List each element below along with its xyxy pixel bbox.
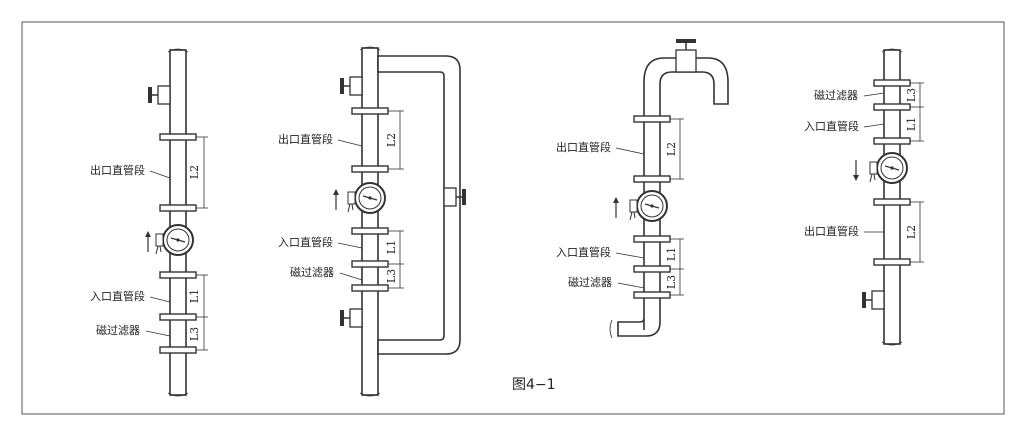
flowmeter-icon: [869, 152, 908, 184]
figure-caption: 图4−1: [512, 377, 556, 393]
flowmeter-icon: [155, 224, 194, 256]
dim-l2: L2: [665, 142, 678, 156]
valve-icon: [339, 308, 363, 328]
dim-l1: L1: [385, 240, 398, 254]
dim-l2: L2: [905, 225, 918, 239]
valve-icon: [443, 187, 467, 207]
dim-l1: L1: [905, 117, 918, 131]
diagram-4-vertical-downward: L3 L1 L2 磁过滤器 入口直管段 出口直管段: [804, 48, 924, 346]
label-inlet-straight: 入口直管段: [278, 235, 333, 249]
label-outlet-straight: 出口直管段: [804, 224, 859, 238]
dim-l2: L2: [188, 165, 201, 179]
dim-l1: L1: [665, 247, 678, 261]
label-outlet-straight: 出口直管段: [556, 140, 611, 154]
flow-arrow-down-icon: [852, 159, 860, 182]
diagram-1-vertical-upward: L2 L1 L3 出口直管段 入口直管段 磁过滤器: [90, 48, 208, 397]
valve-icon: [147, 85, 171, 105]
flow-arrow-up-icon: [144, 230, 152, 253]
label-outlet-straight: 出口直管段: [278, 132, 333, 146]
dim-l3: L3: [188, 327, 201, 341]
dim-l3: L3: [665, 275, 678, 289]
diagram-3-inverted-u: L2 L1 L3 出口直管段 入口直管段 磁过滤器: [556, 39, 729, 339]
dim-l3: L3: [385, 269, 398, 283]
dim-l2: L2: [385, 133, 398, 147]
diagram-2-bypass-loop: L2 L1 L3 出口直管段 入口直管段 磁过滤器: [278, 46, 467, 397]
label-magnetic-filter: 磁过滤器: [290, 266, 334, 279]
flowmeter-icon: [629, 190, 668, 222]
flow-arrow-up-icon: [332, 188, 340, 211]
flow-arrow-up-icon: [612, 196, 620, 219]
label-magnetic-filter: 磁过滤器: [814, 89, 858, 102]
dim-l1: L1: [188, 289, 201, 303]
label-magnetic-filter: 磁过滤器: [568, 276, 612, 289]
label-magnetic-filter: 磁过滤器: [96, 324, 140, 337]
flowmeter-icon: [347, 182, 386, 214]
label-inlet-straight: 入口直管段: [804, 119, 859, 133]
dim-l3: L3: [905, 88, 918, 102]
label-inlet-straight: 入口直管段: [556, 245, 611, 259]
valve-icon: [861, 290, 885, 310]
label-outlet-straight: 出口直管段: [90, 163, 145, 177]
label-inlet-straight: 入口直管段: [90, 289, 145, 303]
figure-border: [21, 21, 1005, 415]
valve-icon: [339, 76, 363, 96]
